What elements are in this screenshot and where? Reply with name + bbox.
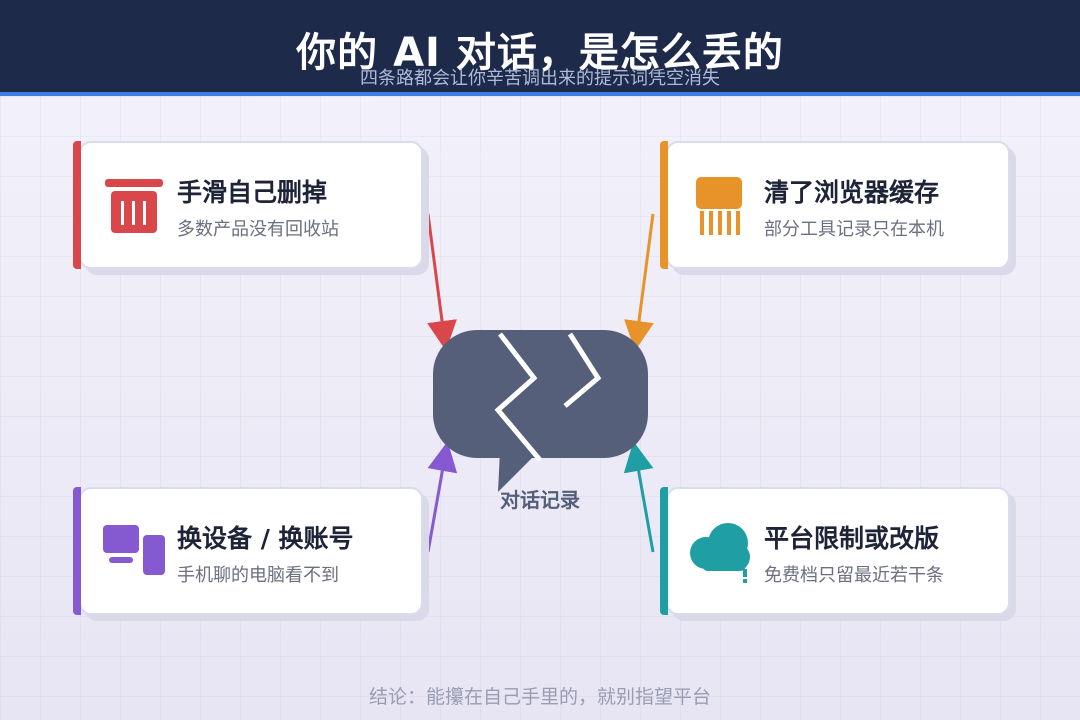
card-delete: 手滑自己删掉 多数产品没有回收站 xyxy=(73,141,423,269)
page-title: 你的 AI 对话，是怎么丢的 xyxy=(296,30,784,76)
card-title: 平台限制或改版 xyxy=(764,524,940,553)
broken-chat-bubble-icon xyxy=(433,330,648,492)
footer-conclusion: 结论：能攥在自己手里的，就别指望平台 xyxy=(368,686,711,708)
card-accent-bar xyxy=(73,141,81,269)
page-subtitle: 四条路都会让你辛苦调出来的提示词凭空消失 xyxy=(360,68,720,89)
devices-icon xyxy=(103,525,165,575)
card-title: 手滑自己删掉 xyxy=(177,178,328,207)
arrow-top-left xyxy=(426,213,457,351)
cache-shredder-icon xyxy=(696,177,742,235)
card-title: 清了浏览器缓存 xyxy=(764,178,940,207)
cloud-warning-icon xyxy=(690,523,750,583)
trash-icon xyxy=(105,179,163,233)
card-platform-limit: 平台限制或改版 免费档只留最近若干条 xyxy=(660,487,1010,615)
arrow-top-right xyxy=(624,213,655,351)
card-browser-cache: 清了浏览器缓存 部分工具记录只在本机 xyxy=(660,141,1010,269)
card-accent-bar xyxy=(660,487,668,615)
card-description: 手机聊的电脑看不到 xyxy=(177,565,339,586)
card-accent-bar xyxy=(73,487,81,615)
card-title: 换设备 / 换账号 xyxy=(177,524,354,553)
card-accent-bar xyxy=(660,141,668,269)
arrow-bottom-right xyxy=(623,441,655,553)
header: 你的 AI 对话，是怎么丢的 四条路都会让你辛苦调出来的提示词凭空消失 xyxy=(0,0,1080,96)
card-switch-device: 换设备 / 换账号 手机聊的电脑看不到 xyxy=(73,487,423,615)
card-description: 免费档只留最近若干条 xyxy=(764,565,944,586)
center-label: 对话记录 xyxy=(500,488,580,512)
arrow-bottom-left xyxy=(426,441,458,553)
card-description: 多数产品没有回收站 xyxy=(177,219,339,240)
card-description: 部分工具记录只在本机 xyxy=(764,219,944,240)
